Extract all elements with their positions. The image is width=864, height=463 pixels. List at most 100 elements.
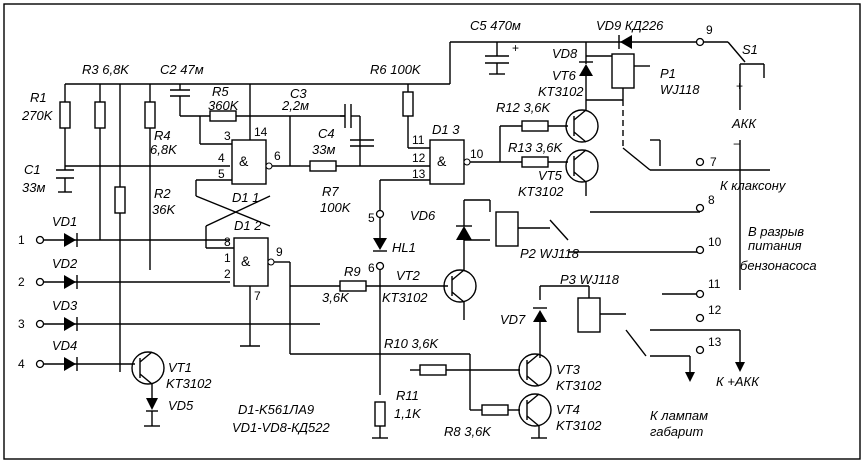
svg-text:2: 2 [224,267,231,281]
out-13-label-a: К лампам [650,408,708,423]
terminal-9-num: 9 [706,23,713,37]
p3-contact [625,329,647,357]
vd8-label: VD8 [552,46,578,61]
svg-text:2: 2 [18,275,25,289]
out-7-label: К клаксону [720,178,787,193]
cross-wire-2 [205,195,271,227]
c5-label: C5 470м [470,18,521,33]
p3-label: P3 WJ118 [560,272,620,287]
akk-label: АКК [731,116,757,131]
gate-d1-3-label: D1 3 [432,122,460,137]
r5-value: 360K [208,98,240,113]
out-12-label: К +АКК [716,374,760,389]
svg-text:5: 5 [368,211,375,225]
p2-contact [549,219,569,241]
svg-text:3: 3 [224,129,231,143]
r8-label: R8 3,6K [444,424,492,439]
terminal-9 [695,37,705,47]
r11-label: R11 [396,388,419,403]
out-13-label-b: габарит [650,424,703,439]
svg-text:3: 3 [18,317,25,331]
p2-label: P2 WJ118 [520,246,580,261]
vd9-diode [620,35,632,49]
r13-resistor [521,156,549,168]
svg-text:4: 4 [218,151,225,165]
vd6-label: VD6 [410,208,436,223]
akk-plus: + [736,79,743,93]
out-8-label-a: В разрыв [748,224,804,239]
r2-resistor [114,186,126,214]
r4-label: R4 [154,128,171,143]
vt5-label: VT5 [538,168,563,183]
vd7-label: VD7 [500,312,526,327]
r7-resistor [309,160,337,172]
svg-text:10: 10 [708,235,722,249]
r6-label: R6 100K [370,62,422,77]
diagram-border [3,3,861,460]
r4-resistor [144,101,156,129]
svg-text:5: 5 [218,167,225,181]
vt2-type: KT3102 [382,290,428,305]
r1-resistor [59,101,71,129]
vd4-diode [64,357,78,371]
terminal-7 [695,157,705,167]
gate-d1-1 [231,139,267,185]
r4-value: 6,8K [150,142,178,157]
r9-value: 3,6K [322,290,350,305]
svg-text:6: 6 [274,149,281,163]
vd1-diode [64,233,78,247]
vt4-transistor [518,393,552,427]
svg-text:6: 6 [368,261,375,275]
gate-d1-2 [233,237,269,287]
svg-text:8: 8 [708,193,715,207]
r8-resistor [481,404,509,416]
vd5-label: VD5 [168,398,194,413]
cross-wire-1 [195,195,271,227]
out-10-label: бензонасоса [740,258,817,273]
vd9-label: VD9 КД226 [596,18,664,33]
svg-text:1: 1 [224,251,231,265]
vt3-type: KT3102 [556,378,602,393]
terminal-2 [35,277,45,287]
vd5-diode [146,398,158,410]
r5-label: R5 [212,84,229,99]
svg-text:9: 9 [276,245,283,259]
terminal-7-num: 7 [710,155,717,169]
vd2-label: VD2 [52,256,78,271]
svg-text:&: & [437,153,447,169]
vt2-label: VT2 [396,268,421,283]
vd2-diode [64,275,78,289]
akk-minus: − [733,137,740,151]
svg-text:13: 13 [708,335,722,349]
c4-label: C4 [318,126,335,141]
out-8-label-b: питания [748,238,802,253]
terminal-3 [35,319,45,329]
r3-resistor [94,101,106,129]
s1-switch [727,41,746,63]
terminal-10 [695,245,705,255]
vt5-type: KT3102 [518,184,564,199]
r9-label: R9 [344,264,361,279]
svg-text:4: 4 [18,357,25,371]
r7-label: R7 [322,184,339,199]
terminal-1 [35,235,45,245]
svg-text:11: 11 [412,133,425,147]
vt1-type: KT3102 [166,376,212,391]
svg-text:&: & [241,253,251,269]
c1-label: C1 [24,162,41,177]
vd7-diode [533,310,547,322]
c4-value: 33м [312,142,335,157]
r1-label: R1 [30,90,47,105]
vt5-transistor [565,149,599,183]
vd3-label: VD3 [52,298,78,313]
vd1-label: VD1 [52,214,77,229]
vt4-label: VT4 [556,402,580,417]
vd6-diode [456,226,472,240]
r2-value: 36K [152,202,176,217]
terminal-11 [695,289,705,299]
gate-d1-3 [429,139,465,185]
vt6-type: KT3102 [538,84,584,99]
c1-value: 33м [22,180,45,195]
gate-d1-2-label: D1 2 [234,218,262,233]
